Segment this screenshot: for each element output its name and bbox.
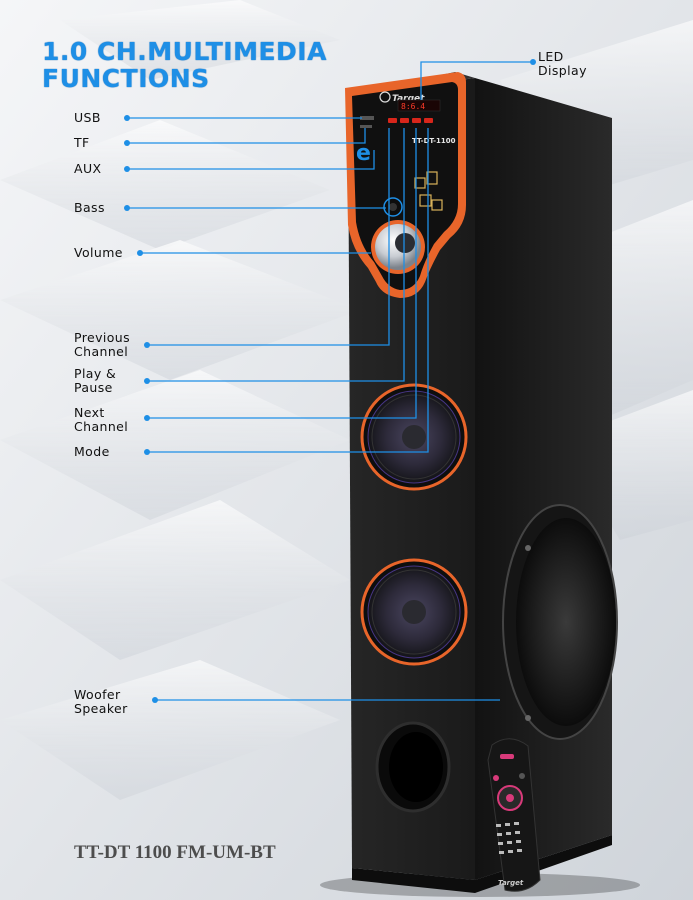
svg-text:e: e bbox=[356, 141, 371, 166]
label-woofer-speaker: Woofer Speaker bbox=[74, 688, 128, 716]
label-previous-channel: Previous Channel bbox=[74, 331, 130, 359]
callout-lines bbox=[127, 61, 533, 701]
title-line-2: FUNCTIONS bbox=[42, 64, 210, 93]
panel-brand: Target bbox=[392, 94, 425, 104]
callout-dots bbox=[124, 59, 536, 703]
page-title: 1.0 CH.MULTIMEDIA FUNCTIONS bbox=[42, 38, 327, 92]
label-aux: AUX bbox=[74, 161, 102, 176]
label-tf: TF bbox=[74, 135, 90, 150]
label-led-line-1: LED bbox=[538, 49, 564, 64]
label-play-line-1: Play & bbox=[74, 366, 117, 381]
label-led-line-2: Display bbox=[538, 63, 587, 78]
label-previous-line-1: Previous bbox=[74, 330, 131, 345]
label-woofer-line-1: Woofer bbox=[74, 687, 121, 702]
label-bass: Bass bbox=[74, 200, 105, 215]
title-line-1: 1.0 CH.MULTIMEDIA bbox=[42, 37, 327, 66]
label-play-line-2: Pause bbox=[74, 380, 113, 395]
label-led-display: LED Display bbox=[538, 50, 587, 78]
label-next-channel: Next Channel bbox=[74, 406, 128, 434]
panel-model: TT-DT-1100 bbox=[412, 137, 456, 145]
led-readout: 8:6.4 bbox=[401, 102, 425, 111]
remote-brand: Target bbox=[498, 879, 524, 887]
label-mode: Mode bbox=[74, 444, 110, 459]
label-usb: USB bbox=[74, 110, 101, 125]
label-next-line-1: Next bbox=[74, 405, 105, 420]
label-next-line-2: Channel bbox=[74, 419, 129, 434]
label-previous-line-2: Channel bbox=[74, 344, 129, 359]
label-play-pause: Play & Pause bbox=[74, 367, 116, 395]
remote-control: Target bbox=[487, 738, 541, 892]
label-volume: Volume bbox=[74, 245, 123, 260]
label-woofer-line-2: Speaker bbox=[74, 701, 128, 716]
model-caption: TT-DT 1100 FM-UM-BT bbox=[74, 842, 276, 863]
